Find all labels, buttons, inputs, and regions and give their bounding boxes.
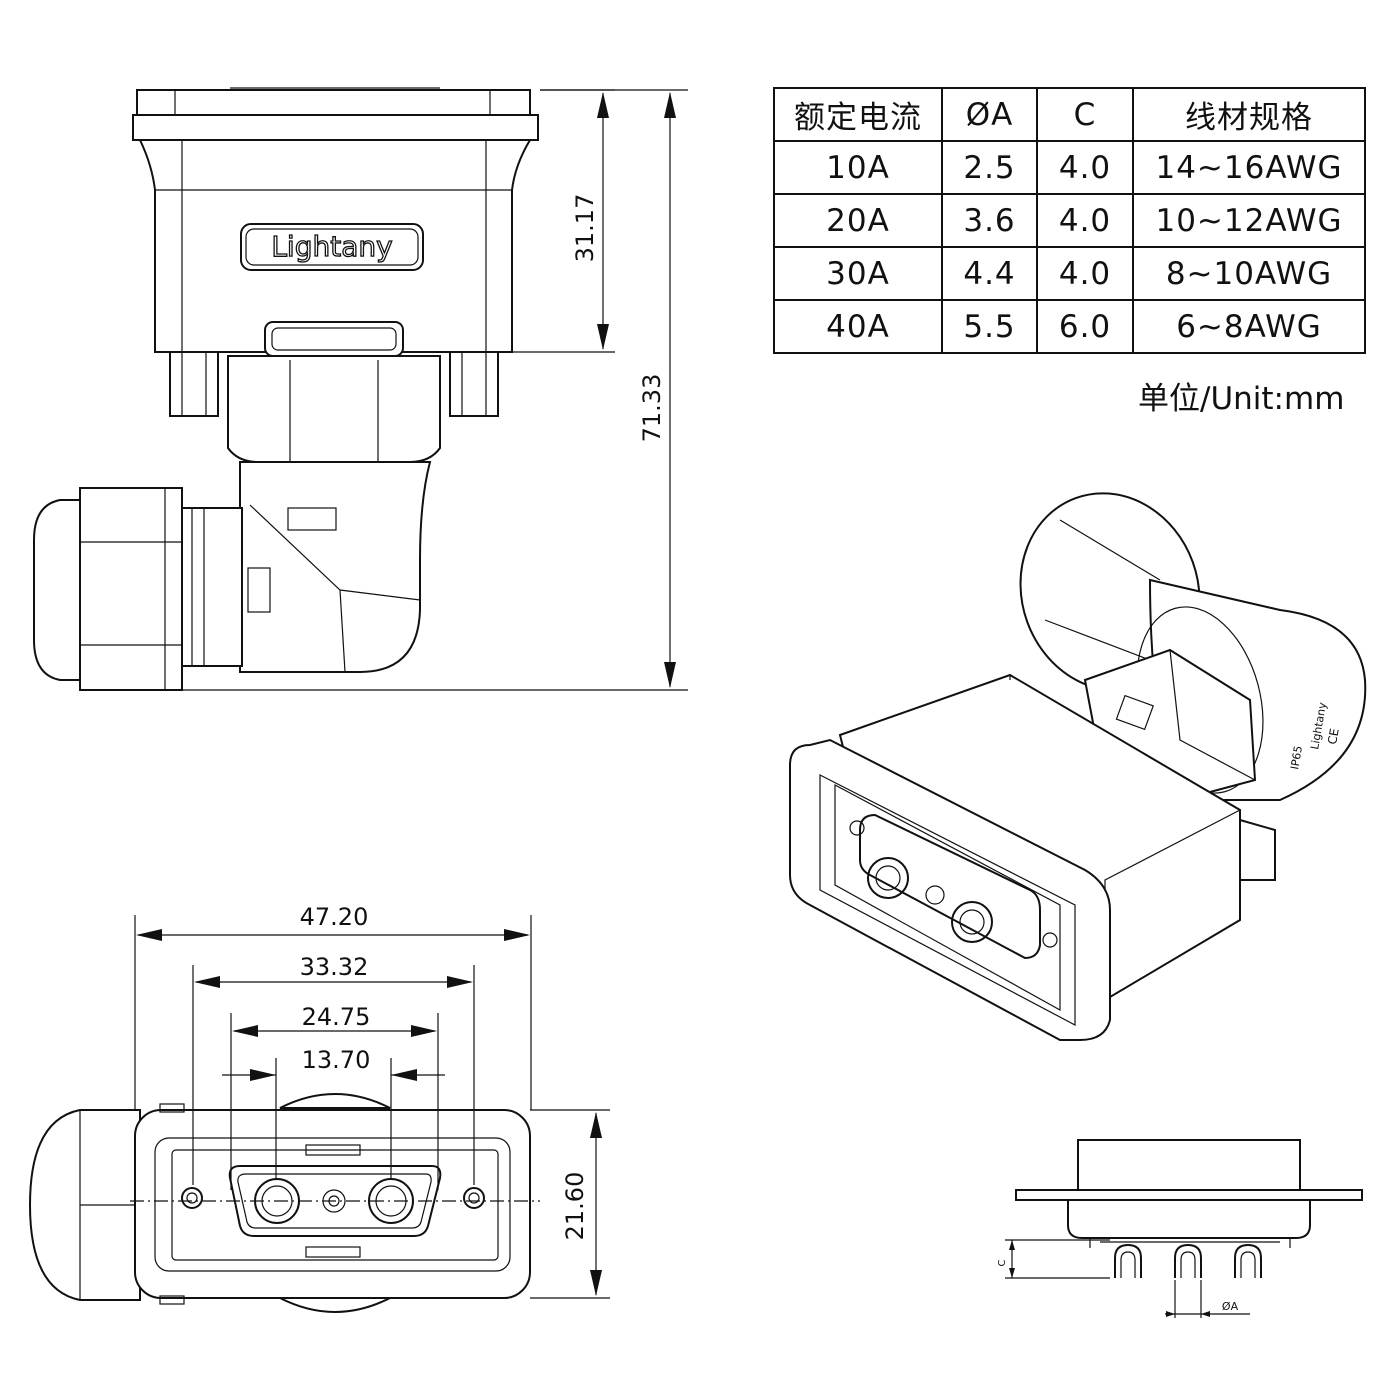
- table-row: 10A 2.5 4.0 14~16AWG: [773, 140, 1366, 195]
- table-cell: 30A: [773, 246, 943, 301]
- dim-width-shell: 24.75: [302, 1003, 371, 1031]
- unit-label: 单位/Unit:mm: [1138, 381, 1345, 417]
- table-cell: 4.4: [941, 246, 1038, 301]
- table-cell: 6.0: [1036, 299, 1134, 354]
- header-wire-spec: 线材规格: [1132, 87, 1366, 142]
- header-rated-current: 额定电流: [773, 87, 943, 142]
- header-diameter-a: ØA: [941, 87, 1038, 142]
- dim-height-total: 71.33: [638, 374, 666, 443]
- dim-height-upper: 31.17: [571, 194, 599, 263]
- brand-text: Lightany: [271, 230, 392, 263]
- table-cell: 5.5: [941, 299, 1038, 354]
- table-row: 20A 3.6 4.0 10~12AWG: [773, 193, 1366, 248]
- brand-logo: [240, 223, 424, 271]
- pin-detail-view: C ØA: [997, 1139, 1363, 1318]
- table-cell: 4.0: [1036, 246, 1134, 301]
- table-cell: 10~12AWG: [1132, 193, 1366, 248]
- isometric-view: IP65 Lightany CE: [789, 492, 1367, 1041]
- table-cell: 4.0: [1036, 193, 1134, 248]
- table-cell: 3.6: [941, 193, 1038, 248]
- table-cell: 6~8AWG: [1132, 299, 1366, 354]
- table-cell: 10A: [773, 140, 943, 195]
- header-c: C: [1036, 87, 1134, 142]
- table-row: 30A 4.4 4.0 8~10AWG: [773, 246, 1366, 301]
- dim-height-front: 21.60: [561, 1172, 589, 1241]
- dim-width-overall: 47.20: [300, 903, 369, 931]
- side-view: Lightany 31.17: [33, 87, 688, 691]
- table-row: 40A 5.5 6.0 6~8AWG: [773, 299, 1366, 354]
- dim-pin-pitch: 13.70: [302, 1046, 371, 1074]
- ip-mark: IP65: [1288, 745, 1305, 771]
- dim-c-label: C: [997, 1259, 1008, 1266]
- front-view: 47.20 33.32 24.75 13.70 21.60: [28, 903, 610, 1313]
- dim-width-mount: 33.32: [300, 953, 369, 981]
- table-cell: 8~10AWG: [1132, 246, 1366, 301]
- spec-table: 额定电流 ØA C 线材规格 10A 2.5 4.0 14~16AWG 20A …: [773, 87, 1366, 354]
- table-cell: 2.5: [941, 140, 1038, 195]
- ce-mark: CE: [1325, 727, 1342, 745]
- dim-a-label: ØA: [1222, 1300, 1239, 1313]
- table-cell: 4.0: [1036, 140, 1134, 195]
- table-header-row: 额定电流 ØA C 线材规格: [773, 87, 1366, 142]
- table-cell: 20A: [773, 193, 943, 248]
- table-cell: 14~16AWG: [1132, 140, 1366, 195]
- table-cell: 40A: [773, 299, 943, 354]
